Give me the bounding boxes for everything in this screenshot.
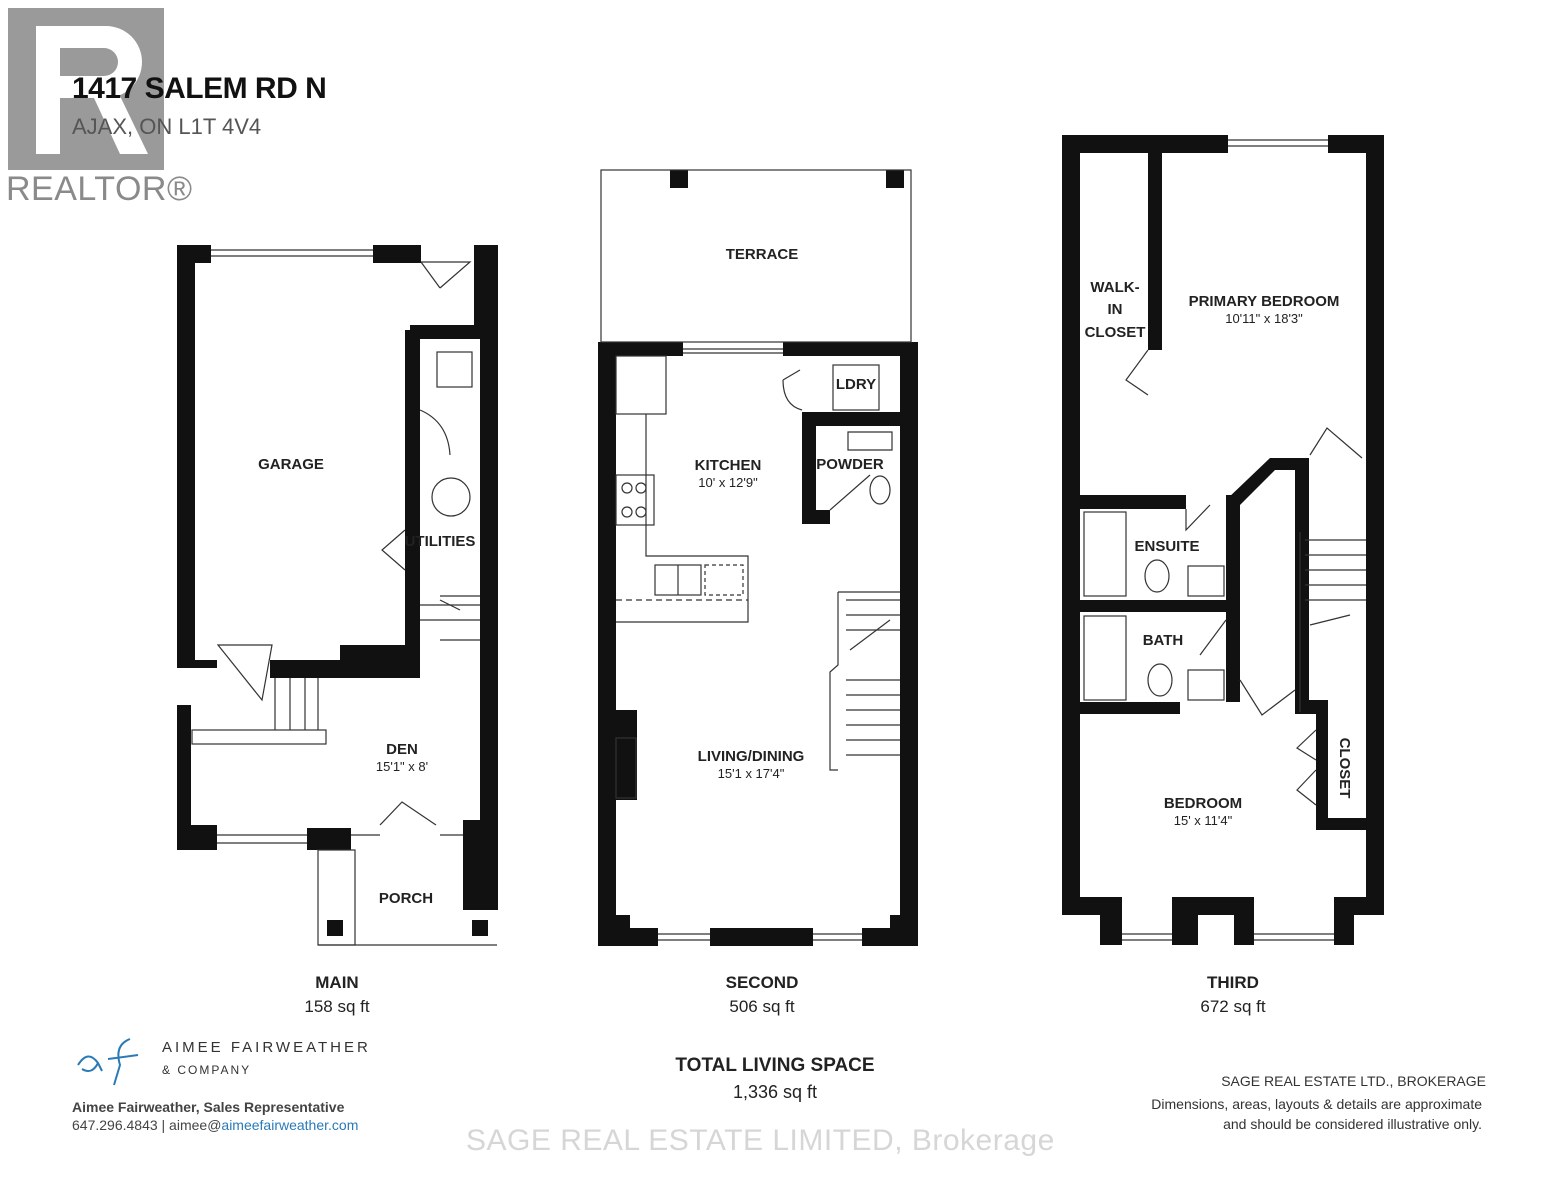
room-walk-in-closet-line3: CLOSET (1085, 324, 1146, 341)
room-walk-in-closet-line1: WALK- (1090, 279, 1139, 296)
room-porch: PORCH (379, 890, 433, 907)
floor-third-label: THIRD (1207, 973, 1259, 992)
disclaimer-line-2: and should be considered illustrative on… (1223, 1116, 1482, 1132)
total-living-space-label: TOTAL LIVING SPACE (675, 1055, 875, 1076)
floor-second-label: SECOND (725, 973, 799, 992)
disclaimer-line-1: Dimensions, areas, layouts & details are… (1151, 1096, 1482, 1112)
floor-second-area: 506 sq ft (729, 997, 795, 1016)
room-garage: GARAGE (258, 456, 324, 473)
room-bedroom-dims: 15' x 11'4" (1174, 813, 1233, 828)
room-powder: POWDER (816, 456, 884, 473)
room-laundry: LDRY (836, 376, 876, 393)
room-bath: BATH (1143, 632, 1184, 649)
room-terrace: TERRACE (726, 246, 799, 263)
room-walk-in-closet-line2: IN (1108, 301, 1123, 318)
main-floor-plan (177, 245, 498, 936)
second-floor-details (600, 169, 912, 941)
company-suffix: & COMPANY (162, 1063, 252, 1077)
room-kitchen: KITCHEN (695, 457, 762, 474)
room-primary-bedroom: PRIMARY BEDROOM (1189, 293, 1340, 310)
total-living-space-area: 1,336 sq ft (732, 1082, 818, 1102)
third-floor-details (1083, 139, 1366, 941)
agent-name: Aimee Fairweather, Sales Representative (72, 1099, 345, 1115)
floor-main-label: MAIN (315, 973, 359, 992)
second-floor-plan (598, 170, 918, 946)
watermark: SAGE REAL ESTATE LIMITED, Brokerage (466, 1124, 1055, 1157)
room-ensuite: ENSUITE (1134, 538, 1199, 555)
room-primary-bedroom-dims: 10'11" x 18'3" (1225, 311, 1303, 326)
brokerage-name: SAGE REAL ESTATE LTD., BROKERAGE (1221, 1073, 1486, 1089)
agent-website-link[interactable]: aimeefairweather.com (221, 1117, 359, 1133)
main-floor-details (191, 249, 497, 946)
floor-third-area: 672 sq ft (1200, 997, 1266, 1016)
realtor-logo (8, 8, 164, 170)
room-bedroom: BEDROOM (1164, 795, 1242, 812)
room-den: DEN (386, 741, 418, 758)
address-title: 1417 SALEM RD N (72, 72, 327, 105)
realtor-wordmark: REALTOR® (6, 170, 193, 208)
room-utilities: UTILITIES (405, 533, 476, 550)
af-logo-icon (74, 1035, 154, 1092)
third-floor-plan (1062, 135, 1384, 945)
room-living-dining-dims: 15'1 x 17'4" (718, 766, 785, 781)
room-closet: CLOSET (1336, 738, 1353, 799)
room-den-dims: 15'1" x 8' (376, 759, 428, 774)
floor-plans: GARAGE UTILITIES DEN 15'1" x 8' PORCH TE… (177, 135, 1384, 946)
address-city: AJAX, ON L1T 4V4 (72, 114, 262, 139)
agent-phone-email: 647.296.4843 | aimee@ (72, 1117, 222, 1133)
room-living-dining: LIVING/DINING (698, 748, 805, 765)
floor-main-area: 158 sq ft (304, 997, 370, 1016)
room-kitchen-dims: 10' x 12'9" (698, 475, 758, 490)
agent-contact: 647.296.4843 | aimee@aimeefairweather.co… (72, 1117, 358, 1133)
company-name: AIMEE FAIRWEATHER (162, 1039, 371, 1056)
